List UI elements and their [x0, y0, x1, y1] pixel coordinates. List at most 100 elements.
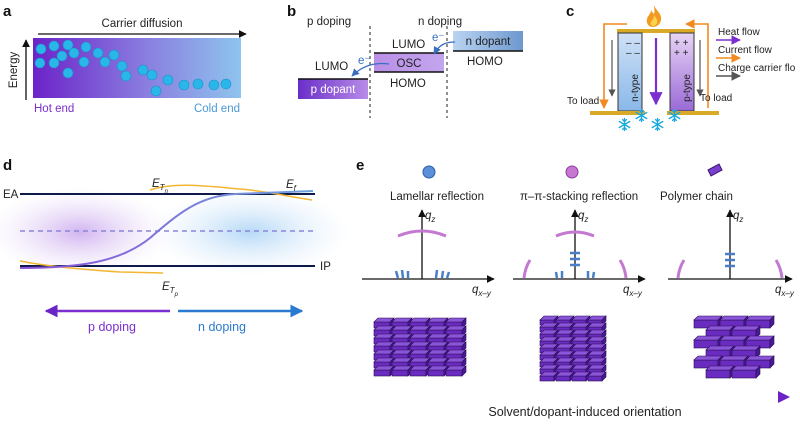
pi-stacking-arc-3b: [774, 259, 784, 279]
osc-box: [374, 53, 444, 72]
homo-center-label: HOMO: [390, 78, 426, 90]
polymer-chain-bar: [587, 350, 607, 361]
polymer-chain-bar: [693, 335, 723, 349]
lumo-left-label: LUMO: [315, 61, 348, 73]
p-doping-label: p doping: [88, 320, 136, 334]
panel-e: e Lamellar reflection π–π-stacking refle…: [356, 157, 795, 419]
polymer-chain-bar: [427, 365, 449, 377]
pi-stacking-arc-2a: [555, 230, 595, 238]
legend-lamellar-reflection: Lamellar reflection: [390, 191, 484, 203]
p-dopant-box: [298, 79, 368, 99]
polymer-chain-bar: [555, 371, 575, 382]
qz-label-3: qz: [733, 210, 743, 224]
carrier-dot: [34, 57, 46, 69]
carrier-dot: [35, 43, 47, 55]
scattering-pattern-3: qz qx–y: [668, 209, 795, 298]
panel-a-letter: a: [3, 3, 12, 20]
polymer-chain-bar: [445, 357, 467, 369]
flame-icon: [646, 5, 662, 27]
lamellar-ticks-3: [725, 252, 735, 268]
polymer-chain-bar: [745, 315, 775, 329]
panel-b: b p doping n doping p dopant LUMO OSC LU…: [287, 3, 523, 118]
carrier-dot: [62, 67, 74, 79]
ip-label: IP: [320, 261, 331, 273]
polymer-chain-bar: [539, 371, 559, 382]
qz-label-2: qz: [578, 210, 588, 224]
pi-stacking-reflection-marker: [565, 165, 579, 179]
n-dopant-label: n dopant: [466, 36, 512, 48]
lamellar-ticks-2: [554, 251, 596, 279]
legend-current-flow: Current flow: [718, 45, 773, 56]
bottom-electrode-right: [667, 111, 719, 115]
polymer-chain-bar: [587, 371, 607, 382]
polymer-chain-marker: [707, 163, 723, 177]
polymer-chain-bar: [409, 357, 431, 369]
n-doping-label: n doping: [198, 320, 246, 334]
p-region-glow: [0, 188, 172, 276]
legend-charge-carrier-flow: Charge carrier flo: [718, 63, 796, 74]
carrier-dot: [178, 79, 190, 91]
polymer-chain-bar: [445, 365, 467, 377]
cold-end-label: Cold end: [194, 103, 240, 115]
pi-stacking-arc-3a: [676, 259, 686, 279]
current-flow-left: [599, 23, 627, 109]
polymer-blocks: [373, 315, 775, 382]
carrier-dot: [162, 74, 174, 86]
polymer-chain-bar: [705, 365, 735, 379]
n-type-label: n-type: [630, 74, 641, 102]
carrier-dot: [220, 78, 232, 90]
etp-label: ETp: [162, 281, 179, 298]
n-type-charge-symbols-2: – –: [626, 48, 640, 59]
current-flow-right: [685, 19, 709, 108]
n-doping-title: n doping: [418, 16, 462, 28]
orientation-label: Solvent/dopant-induced orientation: [488, 405, 681, 419]
carrier-dot: [108, 49, 120, 61]
to-load-right: To load: [700, 93, 732, 104]
n-region-glow: [150, 188, 350, 276]
legend-heat-flow: Heat flow: [718, 27, 760, 38]
polymer-chain-bar: [587, 322, 607, 333]
p-dopant-label: p dopant: [311, 84, 357, 96]
pi-stacking-arc-2b: [522, 259, 532, 279]
carrier-dot: [99, 56, 111, 68]
carrier-dot: [56, 50, 68, 62]
panel-c: c n-type – – – – p-type + + + + To load …: [566, 3, 796, 132]
lumo-center-label: LUMO: [392, 39, 425, 51]
carrier-dot: [48, 40, 60, 52]
qxy-label-2: qx–y: [623, 284, 643, 298]
polymer-chain-bar: [745, 355, 775, 369]
transport-level-n-curve: [149, 184, 313, 201]
lamellar-reflection-marker: [422, 165, 436, 179]
qxy-label-3: qx–y: [775, 284, 795, 298]
energy-axis-label: Energy: [8, 52, 20, 89]
carrier-dot: [48, 57, 60, 69]
polymer-chain-bar: [445, 349, 467, 361]
scattering-pattern-2: qz qx–y: [513, 209, 646, 298]
fermi-level-curve: [19, 190, 314, 269]
p-doping-title: p doping: [307, 16, 351, 28]
scattering-pattern-1: qz qx–y: [362, 209, 495, 298]
p-type-charge-symbols: + +: [674, 38, 689, 49]
orientation-arrow-head: [778, 391, 790, 403]
carrier-dot: [137, 64, 149, 76]
electron-label-left: e⁻: [358, 55, 370, 67]
p-type-label: p-type: [682, 74, 693, 102]
electron-label-right: e⁻: [432, 32, 444, 44]
carrier-dots: [34, 39, 232, 97]
carrier-dot: [192, 78, 204, 90]
polymer-chain-bar: [555, 350, 575, 361]
panel-b-letter: b: [287, 3, 296, 20]
p-type-charge-symbols-2: + +: [674, 48, 689, 59]
panel-c-letter: c: [566, 3, 574, 20]
osc-label: OSC: [397, 58, 422, 70]
carrier-diffusion-label: Carrier diffusion: [102, 18, 183, 30]
top-electrode: [617, 29, 695, 33]
polymer-chain-bar: [445, 341, 467, 353]
p-type-leg: [669, 32, 695, 112]
polymer-chain-bar: [373, 365, 395, 377]
carrier-dot: [92, 47, 104, 59]
ef-label: Ef: [286, 179, 297, 193]
qxy-label-1: qx–y: [472, 284, 492, 298]
